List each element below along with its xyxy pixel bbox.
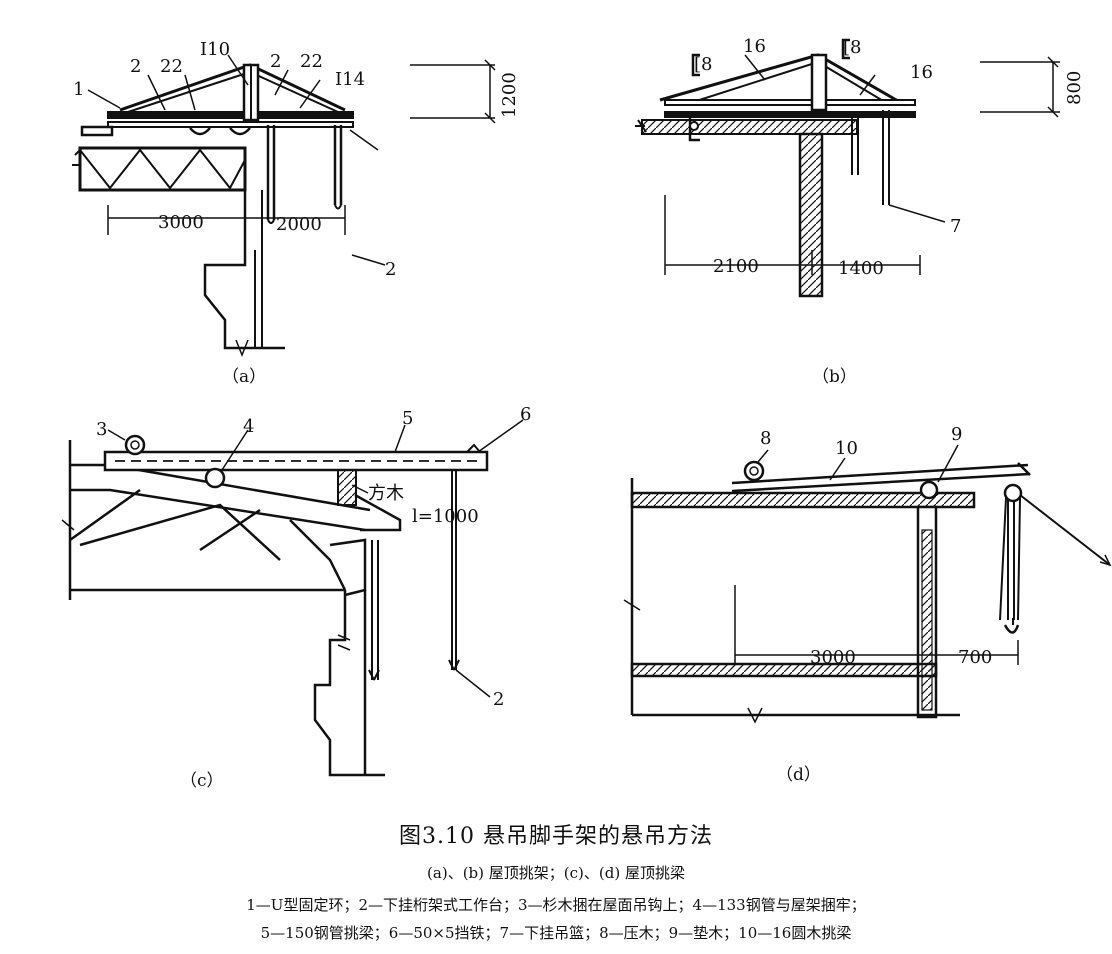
panel-d (623, 444, 1112, 724)
figure-legend-line-1: 1—U型固定环；2—下挂桁架式工作台；3—杉木捆在屋面吊钩上；4—133钢管与屋… (246, 896, 866, 914)
dim-800: 800 (1064, 71, 1085, 105)
callout-10: 10 (835, 438, 858, 459)
callout-9: 9 (951, 424, 962, 445)
dim-1400: 1400 (838, 258, 884, 279)
note-square-timber: 方木 (368, 483, 404, 504)
panel-c-text: 3 4 5 6 2 方木 l=1000 （c） (96, 404, 531, 791)
panel-a (72, 54, 496, 358)
panel-b-label: （b） (812, 367, 857, 387)
callout-22b: 22 (300, 51, 323, 72)
callout-1: 1 (73, 79, 84, 100)
dim-3000: 3000 (158, 212, 204, 233)
callout-6: 6 (520, 404, 531, 425)
note-length: l=1000 (412, 506, 479, 527)
callout-i14: I14 (335, 69, 365, 90)
panel-a-text: 1 2 22 I10 2 22 I14 2 3000 2000 1200 （a） (73, 39, 520, 387)
callout-2: 2 (130, 56, 141, 77)
callout-4: 4 (243, 416, 254, 437)
panel-a-label: （a） (222, 367, 266, 387)
callout-16-left: 16 (743, 36, 766, 57)
callout-8-left: [8 (694, 54, 712, 75)
dim-2000: 2000 (276, 214, 322, 235)
panel-d-text: 8 10 9 3000 700 （d） (760, 424, 992, 785)
dim-700: 700 (958, 647, 992, 668)
callout-8-d: 8 (760, 428, 771, 449)
callout-7: 7 (950, 216, 961, 237)
figure-legend-line-2: 5—150钢管挑梁；6—50×5挡铁；7—下挂吊篮；8—压木；9—垫木；10—1… (260, 924, 852, 942)
callout-16-right: 16 (910, 62, 933, 83)
callout-2b: 2 (270, 51, 281, 72)
callout-22: 22 (160, 56, 183, 77)
panel-b (635, 38, 1060, 298)
dim-1200: 1200 (499, 72, 520, 118)
panel-c-label: （c） (180, 771, 224, 791)
panel-c (61, 419, 524, 777)
figure-caption-subtitle: (a)、(b) 屋顶挑架；(c)、(d) 屋顶挑梁 (427, 864, 685, 882)
panel-d-label: （d） (776, 765, 821, 785)
panel-b-text: [8 16 [8 16 7 2100 1400 800 （b） (694, 36, 1085, 387)
callout-i10: I10 (200, 39, 230, 60)
callout-2c: 2 (385, 259, 396, 280)
dim-2100: 2100 (713, 256, 759, 277)
callout-8-right: [8 (843, 37, 861, 58)
figure-caption-title: 图3.10 悬吊脚手架的悬吊方法 (399, 824, 713, 849)
callout-3: 3 (96, 419, 107, 440)
callout-5: 5 (402, 408, 413, 429)
callout-2-c: 2 (493, 689, 504, 710)
dim-3000-d: 3000 (810, 647, 856, 668)
